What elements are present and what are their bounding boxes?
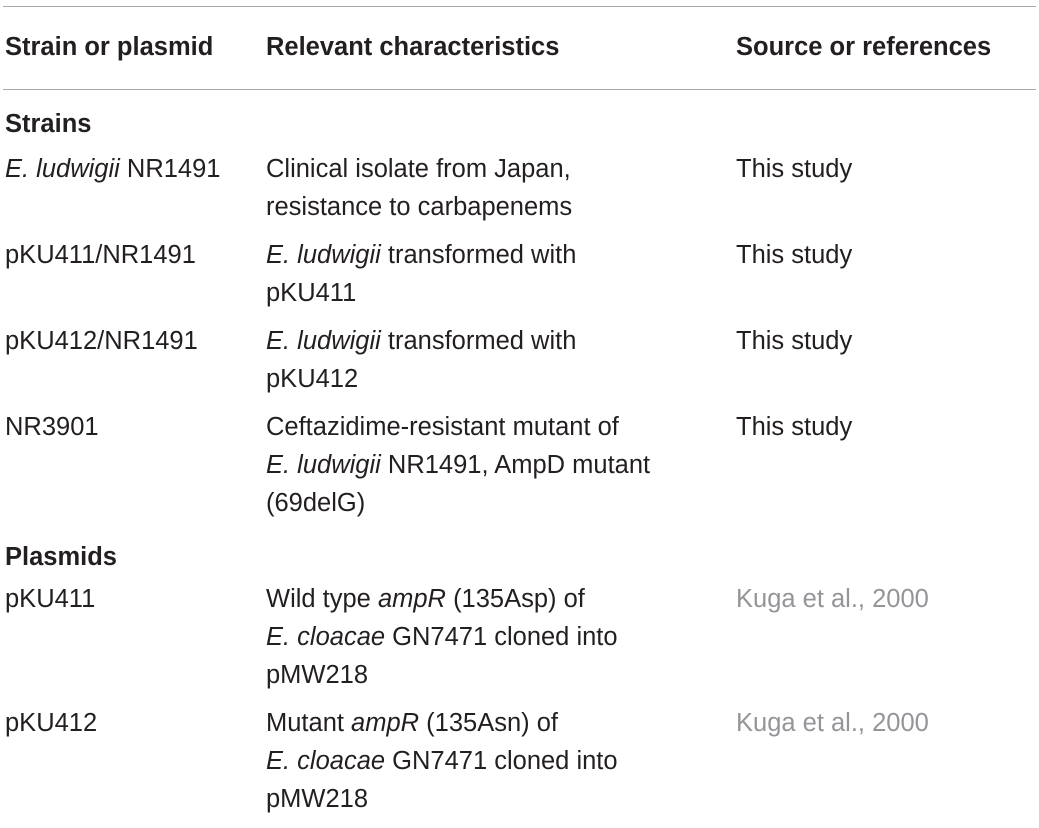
source: This study [736, 155, 853, 183]
table-header-row: Strain or plasmid Relevant characteristi… [3, 7, 1036, 89]
header-strain-or-plasmid: Strain or plasmid [5, 33, 214, 61]
characteristics: E. ludwigii transformed with pKU412 [266, 327, 577, 393]
characteristics: Wild type ampR (135Asp) of E. cloacae GN… [266, 585, 618, 689]
characteristics: Ceftazidime-resistant mutant of E. ludwi… [266, 413, 651, 517]
header-relevant-characteristics: Relevant characteristics [266, 33, 560, 61]
section-title-plasmids-row: Plasmids [3, 532, 1036, 580]
table-row: NR3901 Ceftazidime-resistant mutant of E… [3, 408, 1036, 532]
table-row: pKU412 Mutant ampR (135Asn) of E. cloaca… [3, 704, 1036, 828]
source: This study [736, 413, 853, 441]
strain-plasmid-table: Strain or plasmid Relevant characteristi… [3, 6, 1036, 828]
strain-name: E. ludwigii NR1491 [5, 155, 221, 183]
source: This study [736, 327, 853, 355]
section-title: Plasmids [5, 543, 117, 571]
strain-name: pKU412/NR1491 [5, 327, 198, 355]
strain-name: NR3901 [5, 413, 99, 441]
table-row: pKU411/NR1491 E. ludwigii transformed wi… [3, 236, 1036, 322]
reference-link[interactable]: Kuga et al., 2000 [736, 709, 929, 737]
characteristics: Clinical isolate from Japan, resistance … [266, 155, 573, 221]
header-rule [3, 89, 1036, 90]
characteristics: Mutant ampR (135Asn) of E. cloacae GN747… [266, 709, 618, 813]
characteristics: E. ludwigii transformed with pKU411 [266, 241, 577, 307]
header-source-or-references: Source or references [736, 33, 992, 61]
table-row: E. ludwigii NR1491 Clinical isolate from… [3, 150, 1036, 236]
section-title-strains-row: Strains [3, 90, 1036, 150]
top-rule [3, 6, 1036, 7]
reference-link[interactable]: Kuga et al., 2000 [736, 585, 929, 613]
table-row: pKU412/NR1491 E. ludwigii transformed wi… [3, 322, 1036, 408]
plasmid-name: pKU412 [5, 709, 98, 737]
plasmid-name: pKU411 [5, 585, 96, 613]
table-row: pKU411 Wild type ampR (135Asp) of E. clo… [3, 580, 1036, 704]
section-title: Strains [5, 110, 92, 138]
source: This study [736, 241, 853, 269]
strain-name: pKU411/NR1491 [5, 241, 196, 269]
